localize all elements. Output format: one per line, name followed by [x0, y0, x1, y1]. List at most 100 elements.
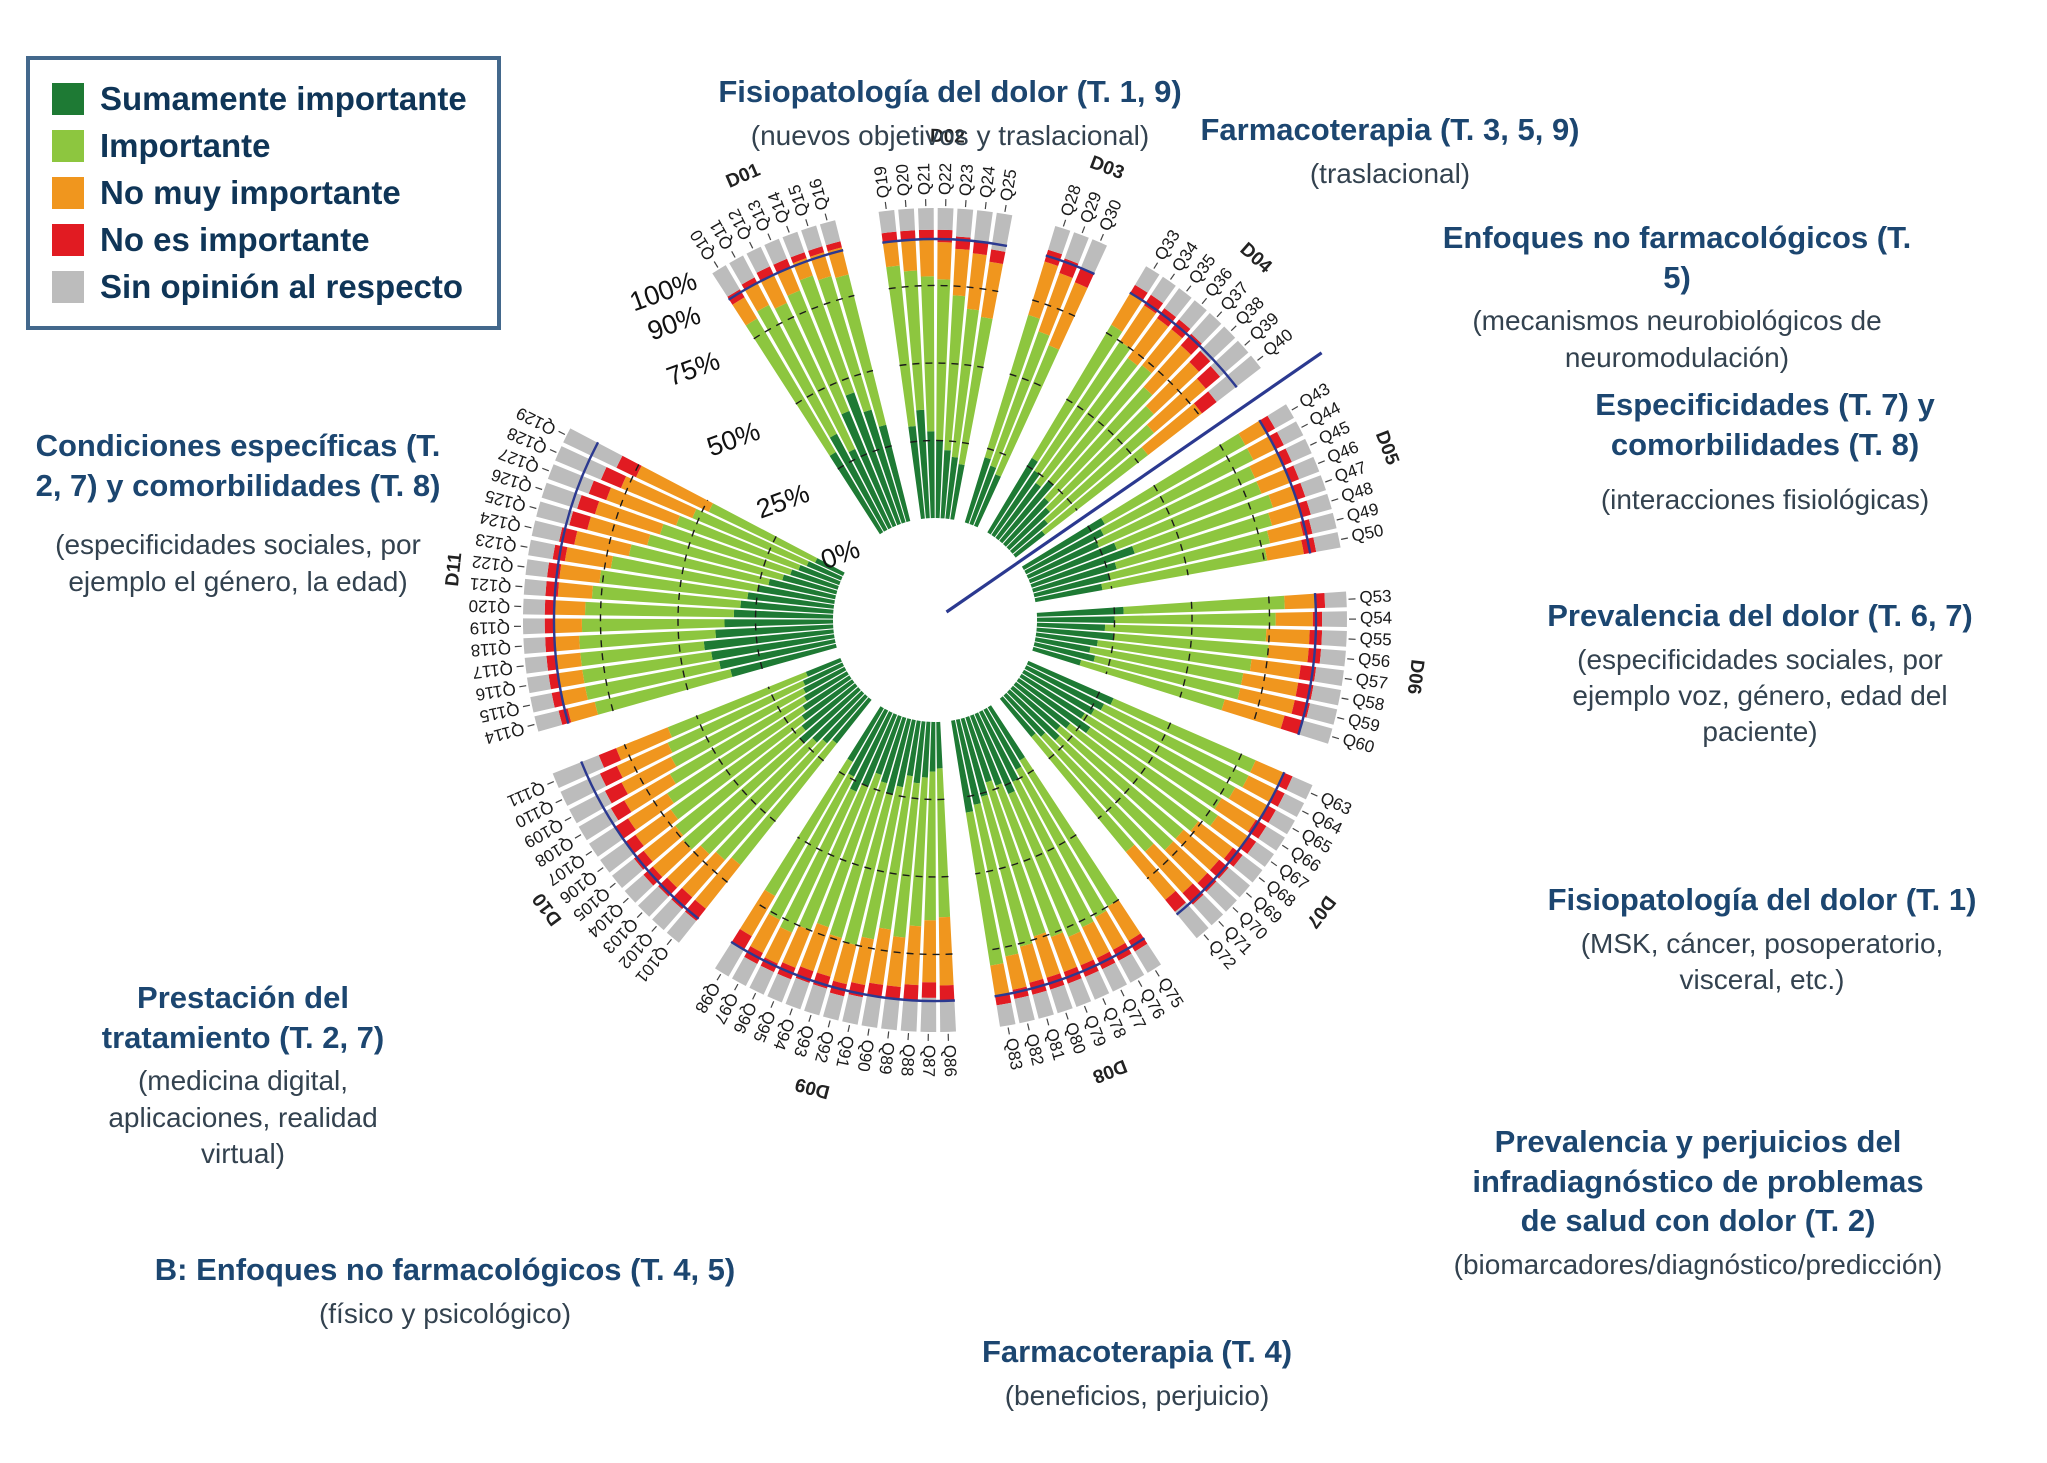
question-tick	[1203, 934, 1210, 941]
question-tick	[529, 506, 537, 510]
bar-segment-Q23-0	[940, 450, 951, 519]
bar-segment-Q13-0	[841, 410, 897, 528]
annotation-subtitle: (beneficios, perjuicio)	[1004, 1379, 1270, 1411]
question-tick	[1170, 273, 1175, 280]
bar-segment-Q19-1	[886, 265, 916, 427]
bar-segment-Q22-4	[937, 208, 954, 231]
bar-segment-Q103-1	[700, 738, 817, 855]
question-label-Q53: Q53	[1359, 587, 1392, 608]
bar-segment-Q77-1	[1012, 778, 1094, 928]
question-label-Q119: Q119	[470, 618, 511, 638]
grid-arc-25-D06	[1105, 607, 1116, 675]
question-label-Q90: Q90	[854, 1038, 878, 1073]
bar-segment-Q53-0	[1036, 606, 1124, 617]
bar-segment-Q72-4	[1175, 902, 1209, 939]
question-tick	[1027, 1023, 1030, 1031]
bar-segment-Q29-3	[1059, 258, 1079, 278]
bar-segment-Q45-1	[1096, 466, 1255, 548]
grid-arc-25-D09	[838, 771, 945, 801]
bar-segment-Q90-3	[867, 982, 884, 998]
legend-item: Sin opinión al respecto	[52, 268, 467, 306]
bar-segment-Q34-1	[1034, 341, 1131, 475]
bar-segment-Q29-0	[969, 465, 997, 526]
bar-segment-Q120-0	[733, 609, 834, 619]
question-tick	[1270, 861, 1278, 867]
legend-item: No es importante	[52, 221, 467, 259]
bar-segment-Q39-0	[1010, 519, 1048, 554]
bar-segment-Q121-0	[740, 600, 834, 614]
domain-label-D11: D11	[442, 551, 466, 587]
legend-swatch-light-green	[52, 130, 84, 162]
bar-segment-Q60-0	[1032, 646, 1082, 666]
bar-segment-Q69-3	[1209, 859, 1229, 879]
annotation-subtitle: (especificidades sociales, por ejemplo v…	[1572, 643, 1948, 748]
bar-segment-Q105-2	[643, 825, 684, 862]
bar-segment-Q33-3	[1130, 284, 1148, 301]
bar-segment-Q75-1	[1019, 757, 1119, 907]
bar-segment-Q86-1	[936, 768, 951, 918]
bar-segment-Q21-2	[919, 239, 934, 277]
question-tick	[527, 723, 535, 727]
bar-segment-Q70-1	[1055, 735, 1174, 851]
bar-segment-Q111-3	[598, 748, 622, 768]
bar-segment-Q125-0	[782, 574, 838, 595]
bar-segment-Q11-2	[744, 282, 769, 312]
bar-segment-Q129-2	[636, 465, 713, 512]
bar-segment-Q44-4	[1277, 421, 1304, 446]
bar-segment-Q92-0	[886, 718, 912, 795]
annotation-b-enfoques-no-farmacologicos: B: Enfoques no farmacológicos (T. 4, 5) …	[125, 1250, 765, 1332]
bar-segment-Q37-1	[1044, 386, 1153, 503]
bar-segment-Q87-2	[922, 920, 937, 983]
legend-label: Importante	[100, 127, 271, 164]
bar-segment-Q117-2	[555, 652, 582, 670]
bar-segment-Q97-2	[750, 913, 780, 953]
bar-segment-Q28-4	[1048, 226, 1071, 255]
question-label-Q56: Q56	[1357, 649, 1391, 671]
annotation-title: B: Enfoques no farmacológicos (T. 4, 5)	[154, 1252, 736, 1287]
bar-segment-Q10-2	[732, 297, 758, 326]
bar-segment-Q64-0	[1024, 665, 1105, 711]
bar-segment-Q12-4	[746, 246, 770, 273]
grid-arc-90-D07	[1175, 771, 1286, 916]
bar-segment-Q124-0	[768, 578, 836, 600]
bar-segment-Q128-0	[806, 561, 843, 581]
bar-segment-Q104-4	[624, 874, 654, 903]
bar-segment-Q24-1	[951, 308, 979, 458]
grid-arc-90-D04	[1129, 291, 1238, 389]
bar-segment-Q16-1	[835, 274, 887, 427]
bar-segment-Q35-0	[995, 482, 1041, 541]
annotation-title: Fisiopatología del dolor (T. 1, 9)	[718, 74, 1182, 109]
bar-segment-Q64-4	[1277, 793, 1305, 817]
annotation-subtitle: (físico y psicológico)	[318, 1297, 572, 1329]
bar-segment-Q46-1	[1114, 481, 1262, 550]
bar-segment-Q91-0	[896, 719, 916, 788]
bar-segment-Q54-1	[1114, 612, 1276, 626]
bar-segment-Q123-2	[564, 547, 613, 569]
bar-segment-Q90-1	[879, 775, 913, 930]
domain-label-D03: D03	[1087, 152, 1127, 184]
bar-segment-Q34-2	[1120, 305, 1156, 349]
bar-segment-Q16-2	[827, 247, 849, 278]
question-tick	[887, 1031, 890, 1039]
bar-segment-Q71-0	[1003, 692, 1046, 737]
bar-segment-Q115-4	[530, 693, 555, 713]
bar-segment-Q44-3	[1268, 431, 1284, 450]
bar-segment-Q29-4	[1064, 232, 1089, 264]
bar-segment-Q59-4	[1306, 703, 1338, 725]
bar-segment-Q67-4	[1247, 841, 1274, 867]
bar-segment-Q107-1	[667, 705, 806, 804]
bar-segment-Q103-2	[667, 845, 710, 888]
bar-segment-Q86-0	[936, 721, 943, 769]
bar-segment-Q82-0	[955, 719, 981, 805]
bar-segment-Q47-4	[1300, 475, 1326, 497]
bar-segment-Q98-4	[715, 942, 744, 977]
bar-segment-Q81-2	[1020, 943, 1044, 983]
bar-segment-Q69-2	[1175, 829, 1220, 871]
bar-segment-Q11-1	[757, 304, 837, 438]
bar-segment-Q91-1	[861, 785, 903, 940]
question-tick	[535, 486, 543, 491]
bar-segment-Q40-1	[1041, 447, 1149, 535]
annotation-fisiopatologia-1: Fisiopatología del dolor (T. 1) (MSK, cá…	[1542, 880, 1982, 998]
bar-segment-Q55-1	[1104, 624, 1267, 642]
bar-segment-Q75-4	[1134, 943, 1161, 973]
